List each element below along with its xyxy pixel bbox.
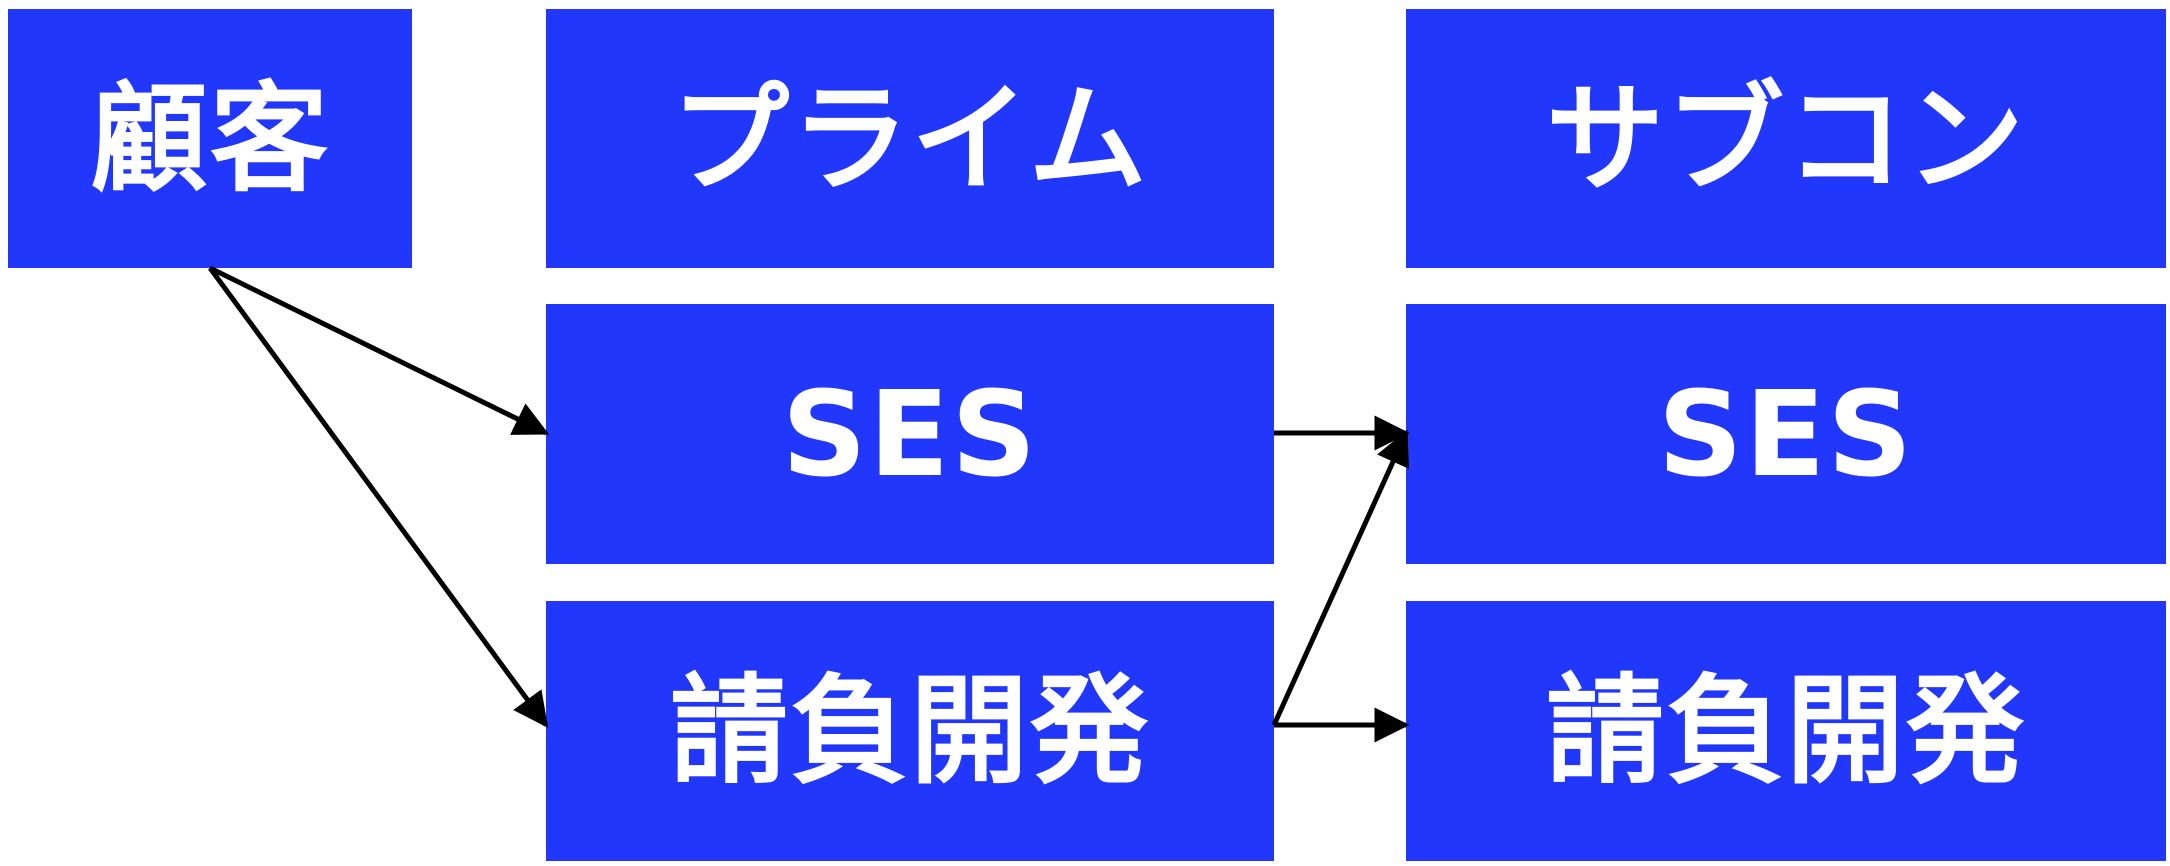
prime-header-box: プライム [546,9,1274,268]
arrow-customer-to-prime_ukeoi [207,266,549,728]
arrow-customer-to-prime_ses [208,265,550,436]
prime-ses-box: SES [546,304,1274,564]
subcon-header-label: サブコン [1545,69,2026,208]
prime-ukeoi-box: 請負開発 [546,601,1274,861]
subcon-ses-label: SES [1657,365,1915,503]
prime-header-label: プライム [671,69,1149,208]
customer-label: 顧客 [89,69,330,208]
prime-ses-label: SES [781,365,1039,503]
prime-ukeoi-label: 請負開発 [669,662,1150,800]
arrow-prime_ukeoi-to-subcon_ses [1271,429,1409,727]
subcon-header-box: サブコン [1406,9,2166,268]
customer-box: 顧客 [8,9,412,268]
subcon-ukeoi-label: 請負開発 [1545,662,2026,800]
subcon-ses-box: SES [1406,304,2166,564]
subcon-ukeoi-box: 請負開発 [1406,601,2166,861]
